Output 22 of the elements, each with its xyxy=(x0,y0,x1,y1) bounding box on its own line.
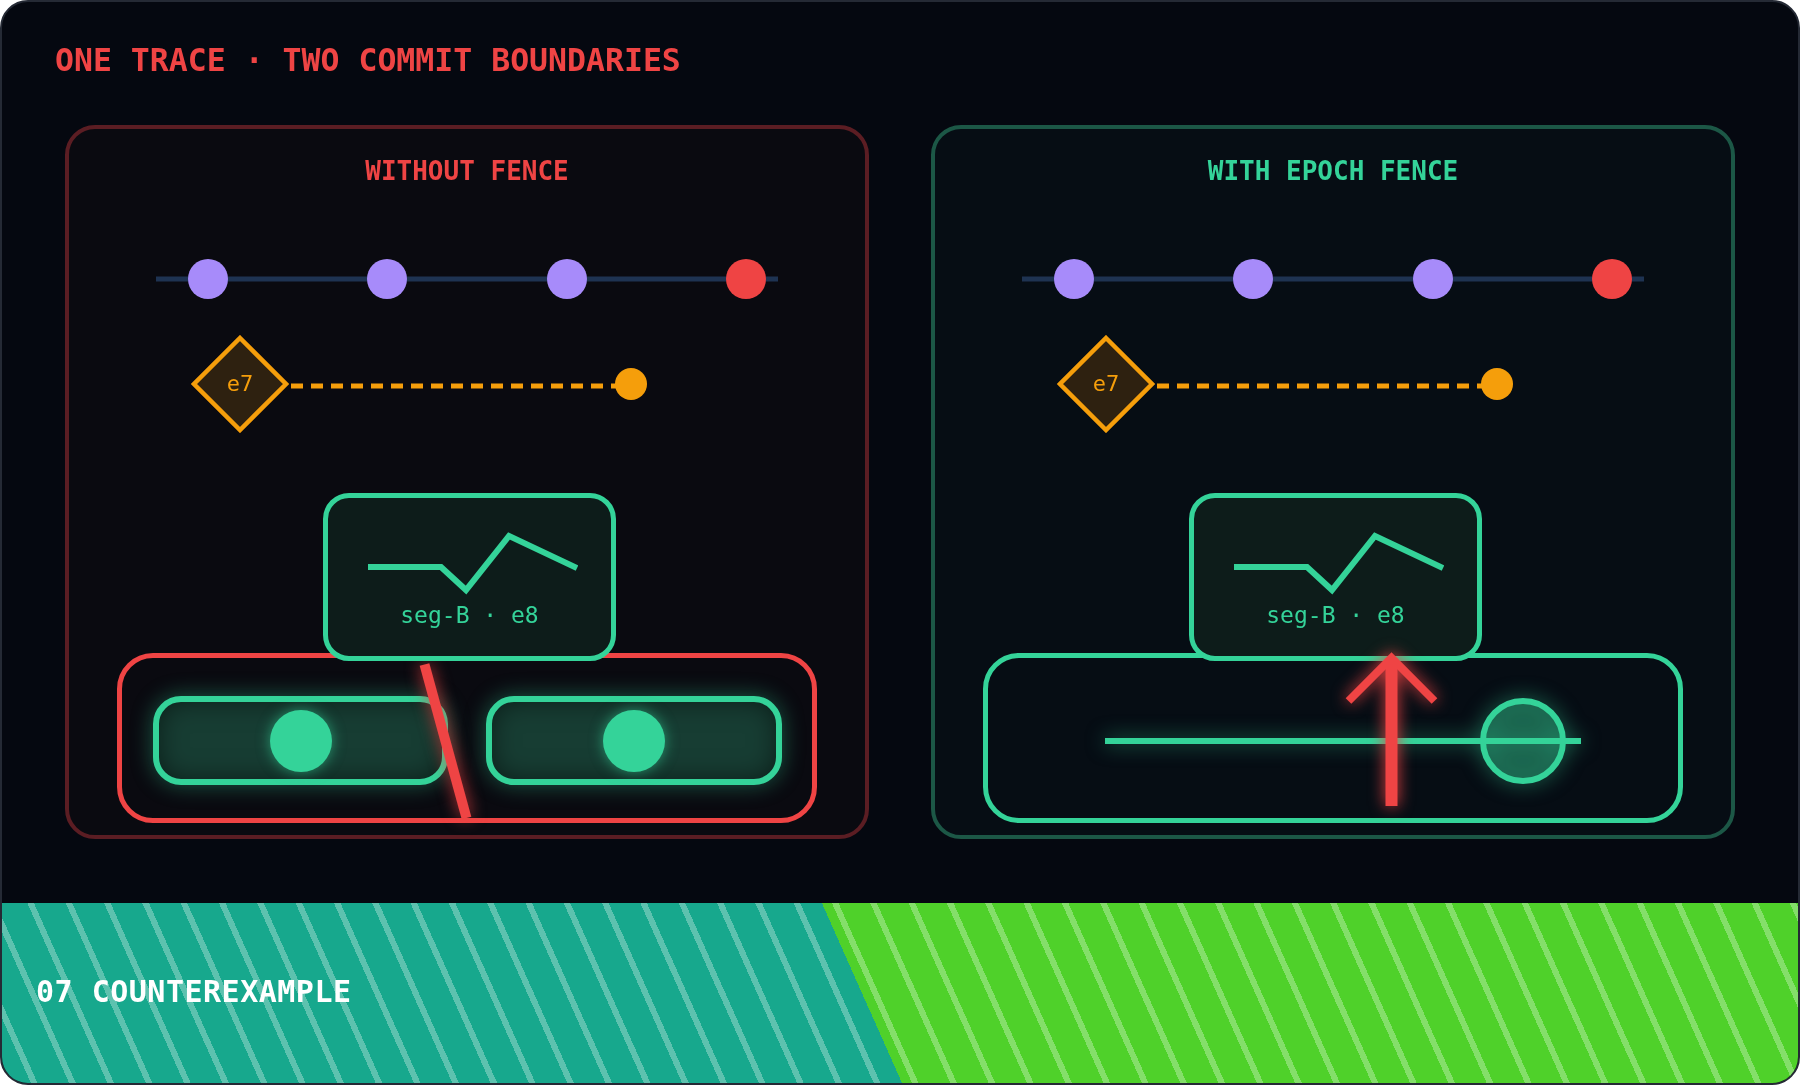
epoch-label: e7 xyxy=(1092,371,1120,397)
boundary-frame xyxy=(117,653,817,823)
title: ONE TRACE · TWO COMMIT BOUNDARIES xyxy=(55,41,681,79)
epoch-label: e7 xyxy=(226,371,254,397)
segment-label: seg-B · e8 xyxy=(1266,601,1405,629)
footer-band xyxy=(2,903,1798,1083)
panel-heading: WITHOUT FENCE xyxy=(365,155,569,188)
epoch-diamond xyxy=(1057,335,1155,433)
footer-label: 07 COUNTEREXAMPLE xyxy=(36,974,352,1010)
segment-label: seg-B · e8 xyxy=(400,601,539,629)
segment-card xyxy=(323,493,616,661)
segment-pill xyxy=(153,696,448,785)
panel xyxy=(65,125,869,839)
segment-card xyxy=(1189,493,1482,661)
panel xyxy=(931,125,1735,839)
boundary-frame xyxy=(983,653,1683,823)
epoch-diamond xyxy=(191,335,289,433)
dashed-connector xyxy=(291,383,617,389)
dashed-connector xyxy=(1157,383,1483,389)
segment-pill xyxy=(486,696,782,785)
panel-heading: WITH EPOCH FENCE xyxy=(1207,155,1459,188)
arrow xyxy=(1344,654,1439,806)
